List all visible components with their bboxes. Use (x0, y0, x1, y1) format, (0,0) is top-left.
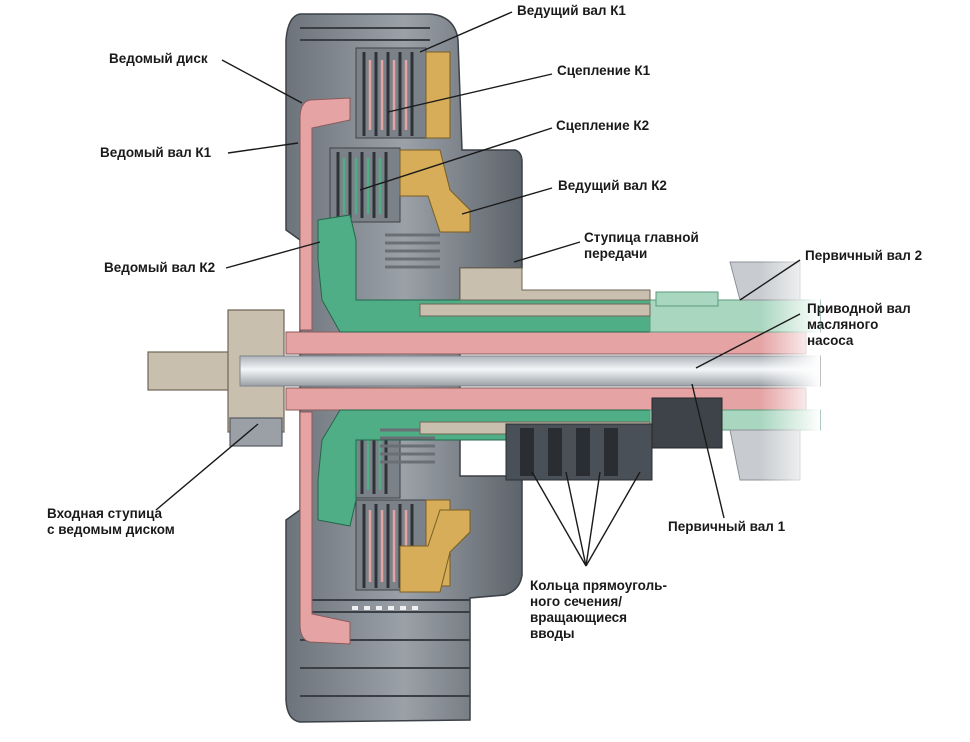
label-oil-pump-line-1: Приводной вал (807, 301, 911, 316)
label-rings-line-1: Кольца прямоуголь- (530, 578, 667, 593)
label-input-hub-line-2: с ведомым диском (47, 522, 175, 537)
driving-shaft-k2-shape (399, 149, 471, 593)
label-oil-pump-drive-shaft: Приводной вал масляного насоса (807, 301, 911, 349)
label-rings-line-2: ного сечения/ (530, 594, 622, 609)
label-rings: Кольца прямоуголь- ного сечения/ вращающ… (530, 578, 667, 642)
clutch-k2-plates (329, 147, 401, 223)
label-final-drive-hub-line-2: передачи (584, 246, 648, 261)
oil-pump-drive-shaft-shape (239, 355, 821, 387)
label-final-drive-hub-line-1: Ступица главной (584, 230, 699, 245)
label-oil-pump-line-2: масляного (807, 317, 879, 332)
label-driving-shaft-k1: Ведущий вал К1 (517, 3, 626, 18)
label-input-hub: Входная ступица с ведомым диском (47, 506, 175, 538)
input-shaft-1-bearing (651, 397, 723, 449)
label-driven-shaft-k2: Ведомый вал К2 (104, 260, 216, 275)
callout-lines (155, 11, 801, 567)
return-springs (380, 233, 440, 464)
label-rings-line-3: вращающиеся (530, 610, 628, 625)
label-final-drive-hub: Ступица главной передачи (584, 230, 699, 262)
clutch-k1-plates (355, 47, 451, 139)
label-driving-shaft-k2: Ведущий вал К2 (558, 178, 667, 193)
label-driven-shaft-k1: Ведомый вал К1 (100, 145, 212, 160)
rectangular-section-rings (505, 423, 653, 481)
label-clutch-k1: Сцепление К1 (557, 63, 651, 78)
label-rings-line-4: вводы (530, 626, 575, 641)
label-input-shaft-1: Первичный вал 1 (668, 519, 786, 534)
label-clutch-k2: Сцепление К2 (556, 118, 650, 133)
label-input-hub-line-1: Входная ступица (47, 506, 163, 521)
label-oil-pump-line-3: насоса (807, 333, 854, 348)
label-driven-disc: Ведомый диск (109, 51, 208, 66)
label-input-shaft-2: Первичный вал 2 (805, 248, 923, 263)
